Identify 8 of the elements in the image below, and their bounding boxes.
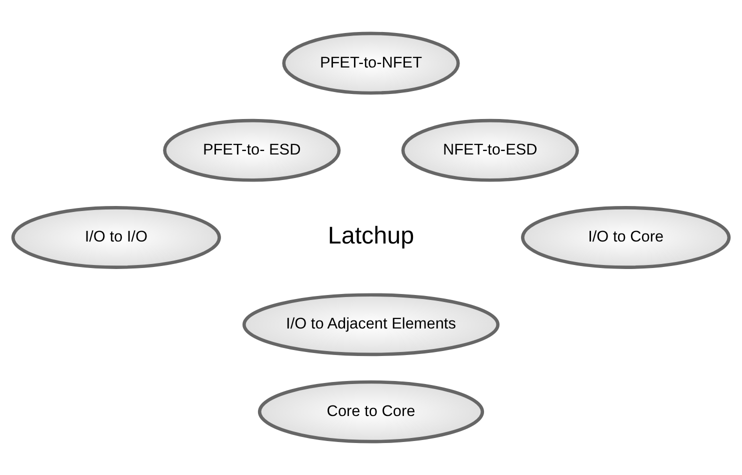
node-ellipse: PFET-to- ESD: [163, 118, 341, 182]
label: Latchup: [328, 222, 414, 250]
node-ellipse: I/O to I/O: [11, 206, 221, 269]
node-ellipse: I/O to Adjacent Elements: [242, 293, 500, 356]
node-ellipse: I/O to Core: [521, 206, 731, 269]
node-ellipse: PFET-to-NFET: [282, 32, 460, 95]
node-ellipse: NFET-to-ESD: [401, 118, 579, 182]
node-ellipse: Core to Core: [258, 380, 484, 444]
